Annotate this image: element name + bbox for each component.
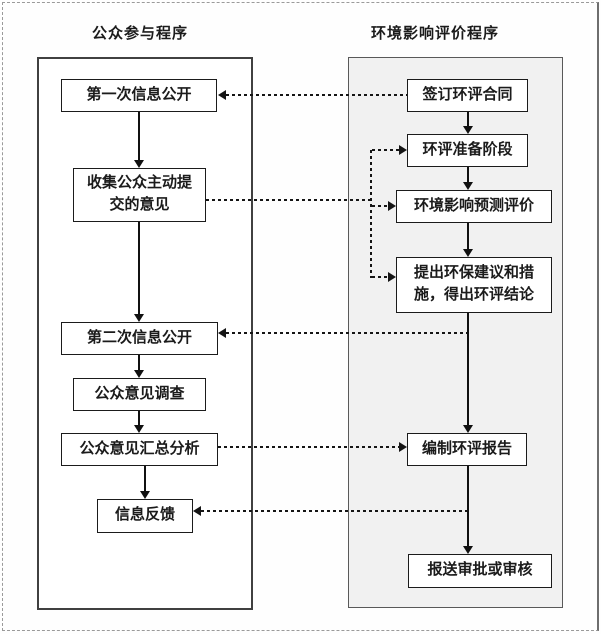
arrow-r5-r6-line — [467, 466, 469, 547]
box-info-feedback: 信息反馈 — [97, 499, 193, 533]
arrow-l1-l2-line — [138, 112, 140, 161]
arrow-r4-r5-head — [463, 425, 473, 433]
box-compile-report: 编制环评报告 — [407, 433, 527, 466]
dotted-r5-l6-head — [193, 506, 201, 516]
box-first-disclosure: 第一次信息公开 — [61, 79, 217, 112]
dotted-l5-r5-line — [218, 446, 399, 448]
dotted-branch-r4-head — [388, 272, 396, 282]
arrow-l2-l3-line — [138, 222, 140, 315]
arrow-l5-l6-line — [144, 466, 146, 492]
box-submit-approval: 报送审批或审核 — [408, 554, 552, 588]
box-impact-prediction: 环境影响预测评价 — [396, 190, 552, 223]
dotted-r1-l1-line — [226, 94, 407, 96]
arrow-r3-r4-head — [463, 249, 473, 257]
arrow-r2-r3-head — [463, 182, 473, 190]
arrow-r3-r4-line — [467, 223, 469, 250]
box-eia-preparation: 环评准备阶段 — [407, 134, 528, 167]
box-summary-analysis: 公众意见汇总分析 — [61, 433, 218, 466]
dotted-branch-r2-line — [372, 149, 399, 151]
arrow-r2-r3-line — [467, 167, 469, 183]
dotted-r4-l3-head — [218, 328, 226, 338]
arrow-l3-l4-head — [134, 370, 144, 378]
arrow-l4-l5-line — [138, 411, 140, 426]
box-opinion-survey: 公众意见调查 — [73, 378, 206, 411]
dotted-l2-trunk-line — [206, 199, 372, 201]
dotted-branch-r4-line — [372, 276, 388, 278]
dotted-l5-r5-head — [399, 442, 407, 452]
arrow-l3-l4-line — [138, 355, 140, 371]
dotted-r4-l3-line — [226, 332, 468, 334]
dotted-branch-r3-line — [372, 205, 388, 207]
dotted-trunk-vertical — [370, 150, 372, 278]
arrow-r1-r2-head — [463, 126, 473, 134]
dotted-branch-r3-head — [388, 201, 396, 211]
right-column-title: 环境影响评价程序 — [370, 26, 499, 42]
left-column-title: 公众参与程序 — [91, 26, 188, 42]
arrow-l1-l2-head — [134, 160, 144, 168]
arrow-r5-r6-head — [463, 546, 473, 554]
box-suggestions-conclusion: 提出环保建议和措 施，得出环评结论 — [396, 257, 552, 313]
dotted-branch-r2-head — [399, 145, 407, 155]
dotted-r1-l1-head — [218, 90, 226, 100]
arrow-l2-l3-head — [134, 314, 144, 322]
arrow-r4-r5-line — [467, 313, 469, 426]
arrow-l4-l5-head — [134, 425, 144, 433]
box-collect-opinions: 收集公众主动提 交的意见 — [73, 168, 206, 222]
arrow-r1-r2-line — [467, 112, 469, 127]
arrow-l5-l6-head — [140, 491, 150, 499]
box-sign-contract: 签订环评合同 — [407, 79, 528, 112]
dotted-r5-l6-line — [201, 510, 467, 512]
box-second-disclosure: 第二次信息公开 — [61, 322, 218, 355]
